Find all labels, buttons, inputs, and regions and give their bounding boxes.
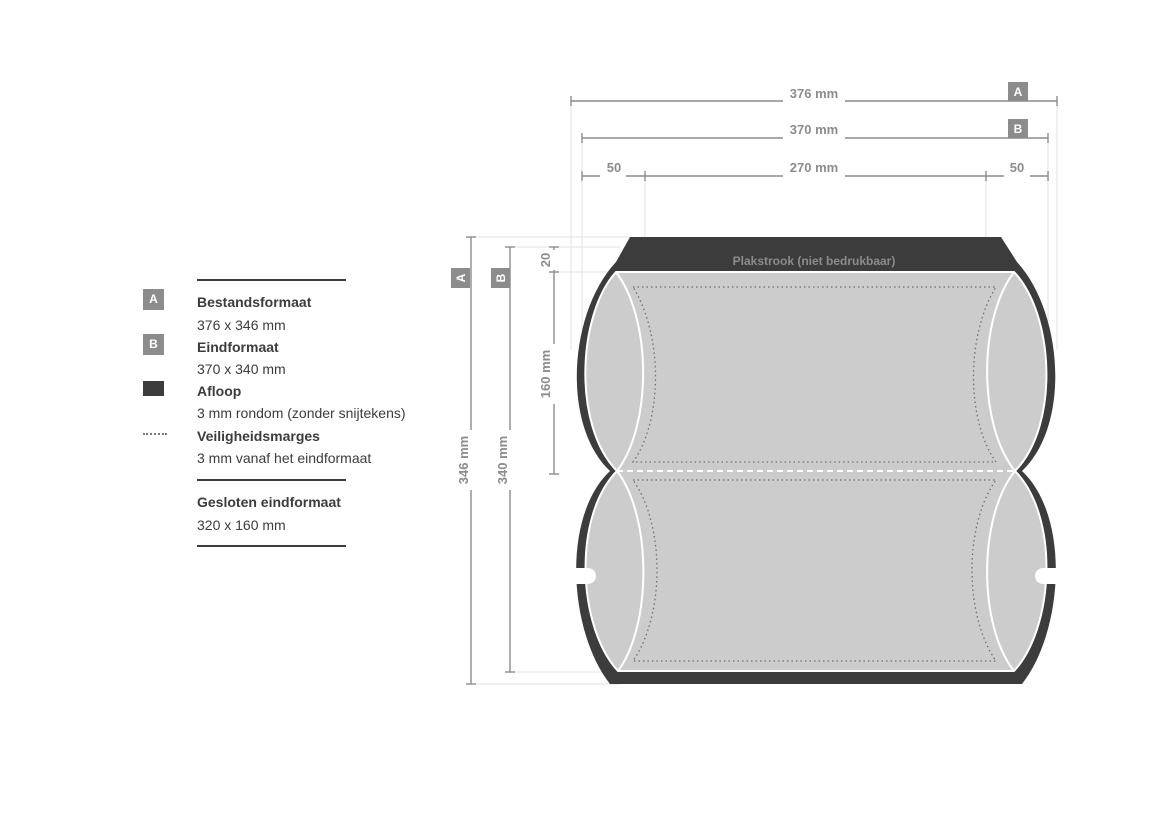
- dim-strip-height: 20: [538, 253, 553, 267]
- safety-margin-dots: [143, 433, 167, 435]
- dim-half-height: 160 mm: [538, 350, 553, 398]
- dim-middle: 270 mm: [790, 160, 838, 175]
- tag-b-side: [491, 268, 510, 288]
- legend-sub-closed: 320 x 160 mm: [197, 517, 286, 533]
- legend-sub-bleed: 3 mm rondom (zonder snijtekens): [197, 405, 406, 421]
- dim-width-a: 376 mm: [790, 86, 838, 101]
- legend-title-closed: Gesloten eindformaat: [197, 494, 341, 510]
- bleed-swatch: [143, 381, 164, 396]
- legend-title-safety: Veiligheidsmarges: [197, 428, 320, 444]
- tag-a-top-label: A: [1014, 85, 1023, 99]
- safety-margin: [631, 286, 998, 662]
- legend-sub-file-format: 376 x 346 mm: [197, 317, 286, 333]
- dim-width-b: 370 mm: [790, 122, 838, 137]
- tag-a-top: [1008, 82, 1028, 101]
- legend-bottom-rule: [197, 545, 346, 547]
- badge-a: A: [143, 289, 164, 310]
- badge-b: B: [143, 334, 164, 355]
- legend-top-rule: [197, 279, 346, 281]
- tag-b-top-label: B: [1014, 122, 1023, 136]
- legend-middle-rule: [197, 479, 346, 481]
- legend-sub-end-format: 370 x 340 mm: [197, 361, 286, 377]
- fold-lines: [615, 271, 1016, 672]
- dim-flap-left: 50: [607, 160, 621, 175]
- tag-a-side-label: A: [454, 273, 468, 282]
- legend-title-end-format: Eindformaat: [197, 339, 279, 355]
- glue-strip-label: Plakstrook (niet bedrukbaar): [733, 254, 896, 268]
- legend-sub-safety: 3 mm vanaf het eindformaat: [197, 450, 372, 466]
- tag-a-side: [451, 268, 470, 288]
- dashed-fold-lines: [616, 271, 1015, 472]
- dim-height-b: 340 mm: [495, 436, 510, 484]
- tag-b-top: [1008, 119, 1028, 138]
- extension-lines: [471, 100, 1058, 685]
- legend-title-bleed: Afloop: [197, 383, 242, 399]
- left-notch: [571, 568, 596, 584]
- legend-title-file-format: Bestandsformaat: [197, 294, 312, 310]
- dim-height-a: 346 mm: [456, 436, 471, 484]
- tag-b-side-label: B: [494, 273, 508, 282]
- right-notch: [1035, 568, 1058, 584]
- dim-flap-right: 50: [1010, 160, 1024, 175]
